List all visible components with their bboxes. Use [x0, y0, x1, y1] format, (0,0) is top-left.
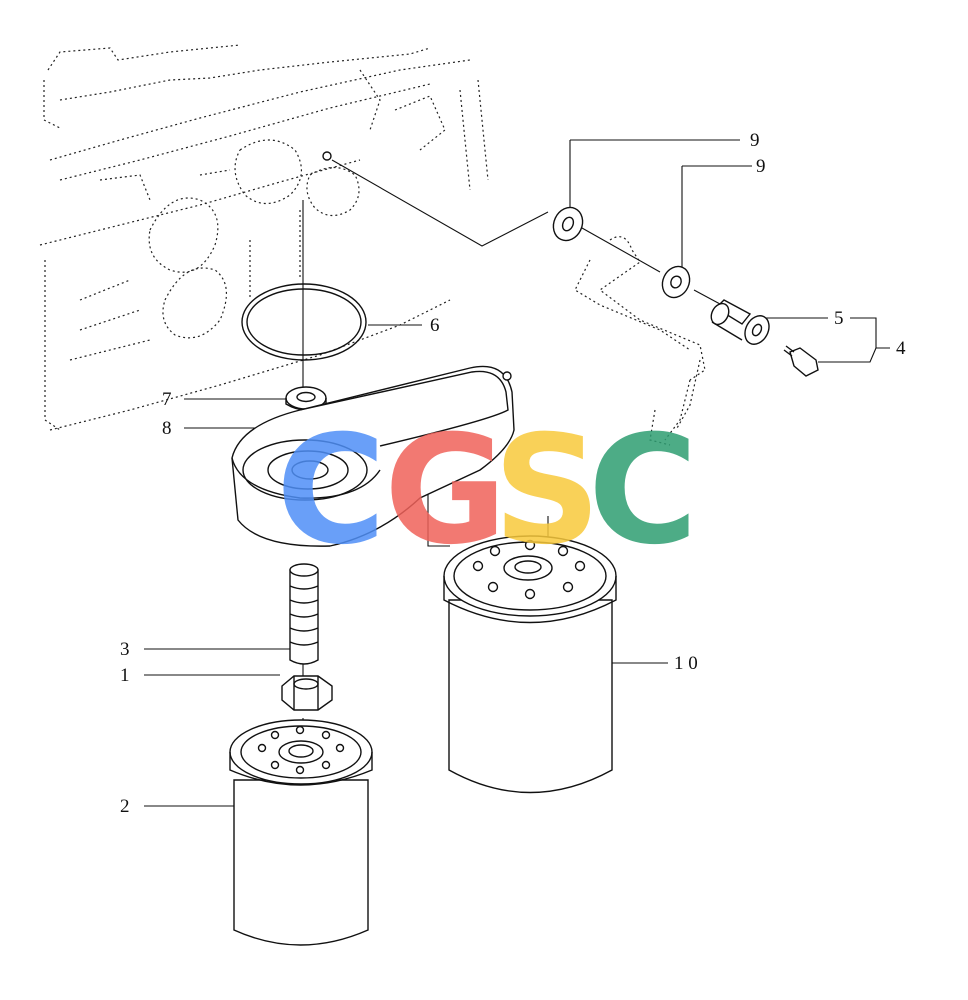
label-part-10: 1 0: [674, 653, 698, 674]
watermark: C G S C: [276, 404, 698, 578]
label-part-6: 6: [430, 315, 440, 336]
label-part-4: 4: [896, 338, 906, 359]
bleed-screw-part: [783, 345, 819, 377]
large-filter-part: [443, 535, 617, 794]
oil-pipe-outline: [574, 236, 706, 446]
hex-nut-part: [281, 675, 333, 711]
label-part-7: 7: [162, 389, 172, 410]
watermark-letter-c1: C: [276, 404, 386, 578]
engine-block-outline: [39, 44, 489, 431]
label-part-9-lower: 9: [756, 156, 766, 177]
watermark-letter-s: S: [493, 404, 601, 578]
threaded-nipple-part: [289, 563, 319, 665]
label-part-9-upper: 9: [750, 130, 760, 151]
label-part-8: 8: [162, 418, 172, 439]
label-part-2: 2: [120, 796, 130, 817]
leader-lines: [144, 139, 890, 807]
filter-head-part: [231, 365, 515, 547]
oil-port-icon: [322, 151, 332, 161]
label-part-3: 3: [120, 639, 130, 660]
watermark-letter-g: G: [384, 404, 507, 578]
banjo-bolt-part: [710, 299, 770, 345]
filter-holes: [257, 725, 345, 775]
small-filter-part: [229, 719, 373, 946]
sealing-washer-upper-part: [552, 206, 584, 242]
label-part-1: 1: [120, 665, 130, 686]
o-ring-part: [241, 283, 367, 361]
sealing-washer-lower-part: [661, 265, 691, 299]
filter-holes: [472, 539, 586, 600]
part-labels: 9 9 5 4 6 7 8 3 1 2 1 0: [120, 130, 906, 817]
watermark-letter-c2: C: [588, 404, 698, 578]
label-part-5: 5: [834, 308, 844, 329]
